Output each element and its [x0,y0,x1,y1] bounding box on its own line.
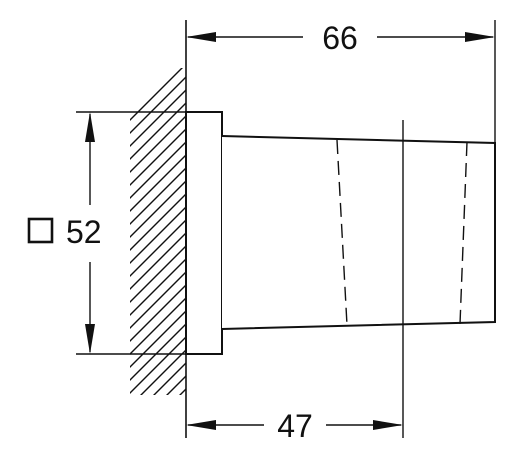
hatch-line [130,310,186,368]
hidden-bore-line-right [459,141,468,325]
hatch-line [130,89,186,147]
hatch-line [130,167,186,225]
dim-52-arrow-bottom [85,324,95,354]
hatch-line [120,398,190,464]
hatch-line [166,375,186,395]
dim-52-label: 52 [66,214,102,250]
wall-hatching [120,68,190,464]
holder-body [221,135,496,330]
dim-66-arrow-right [465,32,495,42]
hatch-line [130,68,183,121]
hatch-line [130,154,186,212]
dim-52-arrow-top [85,112,95,142]
hatch-line [179,388,186,395]
square-cross-section-icon [27,217,54,244]
dim-66-label: 66 [322,20,358,56]
dim-66-arrow-left [186,32,216,42]
hatch-line [120,411,190,464]
mounting-plate [185,111,223,355]
hatch-line [130,206,186,264]
hatch-line [130,245,186,303]
hatch-line [130,180,186,238]
hatch-line [130,219,186,277]
hatch-line [130,76,186,134]
dim-47-arrow-right [373,420,403,430]
hatch-line [130,323,186,381]
hidden-bore-line-left [336,139,348,326]
hatch-line [140,349,186,395]
hatch-line [130,115,186,173]
hatch-line [130,336,186,394]
hatch-line [130,258,186,316]
hatch-line [130,141,186,199]
hatch-line [130,193,186,251]
hatch-line [130,271,186,329]
hatch-line [130,128,186,186]
hatch-line [130,102,186,160]
dim-47-label: 47 [277,408,313,444]
hatch-line [153,362,186,395]
hatch-line [130,284,186,342]
hatch-line [130,232,186,290]
dim-47-arrow-left [186,420,216,430]
hatch-line [130,297,186,355]
